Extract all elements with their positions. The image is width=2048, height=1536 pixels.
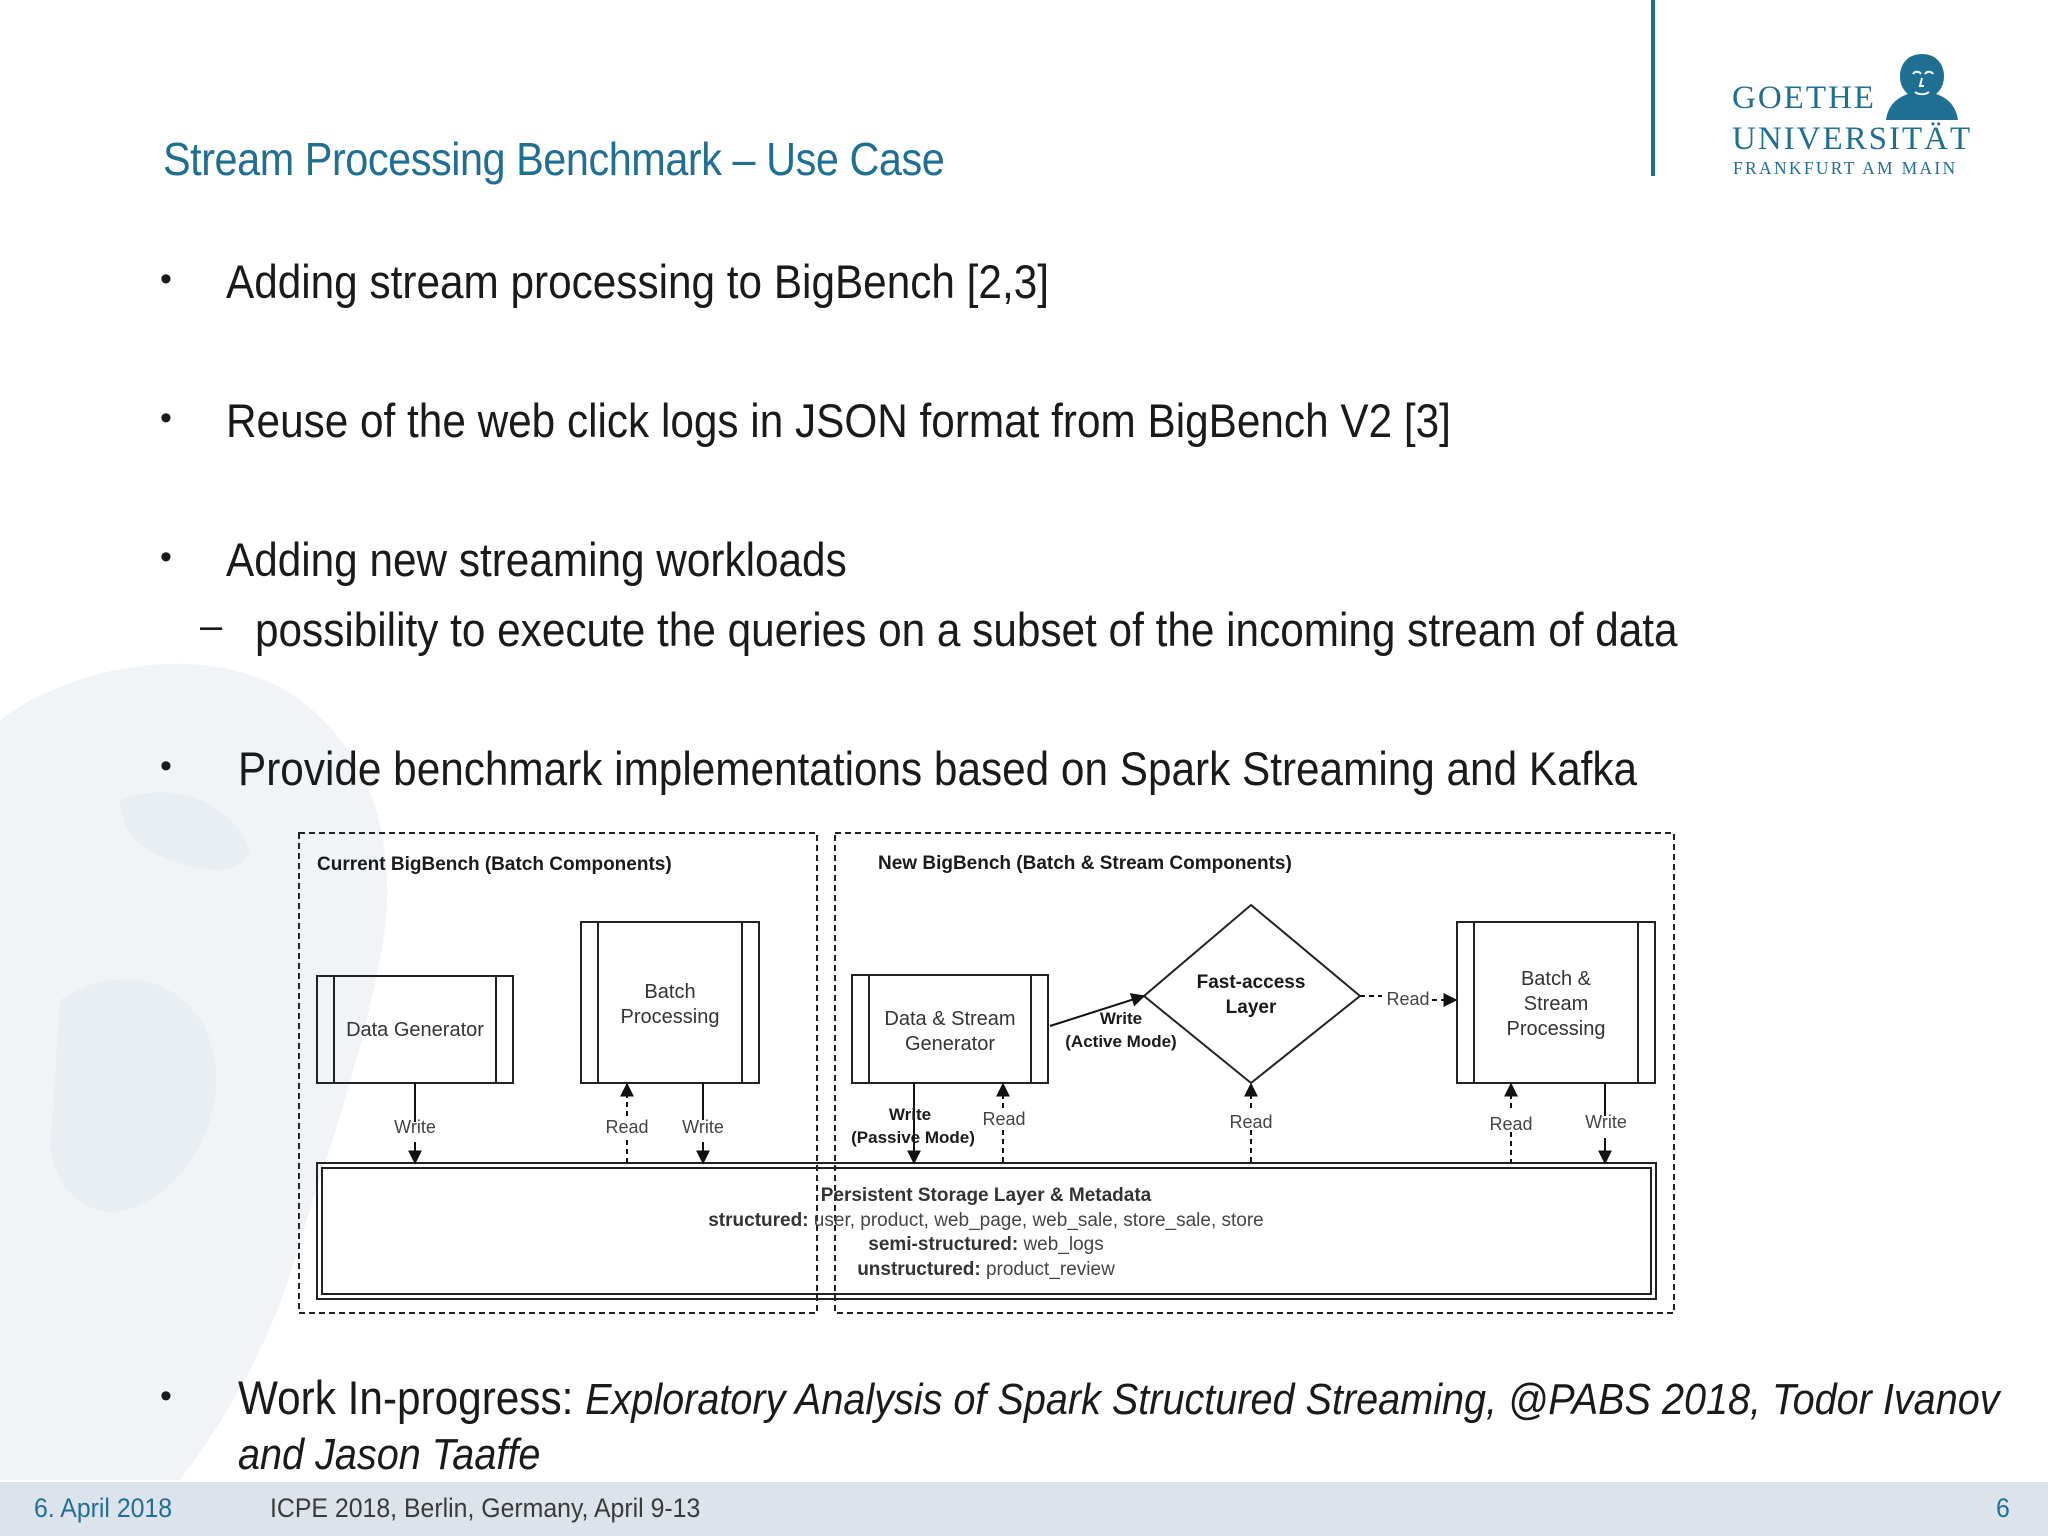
storage-outer-box — [316, 1162, 1657, 1300]
data-generator-label: Data Generator — [346, 1019, 484, 1041]
batch-processing-box — [580, 921, 760, 1084]
data-stream-generator-label-1: Data & Stream — [884, 1008, 1015, 1030]
active-write-mode-label: (Active Mode) — [1065, 1032, 1176, 1051]
sub-bullet-dash: – — [200, 604, 223, 648]
bullet-2-text: Reuse of the web click logs in JSON form… — [226, 394, 1451, 447]
goethe-portrait-icon — [1886, 54, 1958, 120]
right-panel-title: New BigBench (Batch & Stream Components) — [878, 853, 1292, 874]
bsp-read-label: Read — [1489, 1114, 1532, 1134]
left-panel — [298, 832, 818, 1314]
dg-write-label: Write — [394, 1117, 436, 1137]
dsg-write-mode-label: (Passive Mode) — [851, 1128, 975, 1147]
footer-conference: ICPE 2018, Berlin, Germany, April 9-13 — [270, 1493, 701, 1523]
storage-line-unstructured: unstructured: product_review — [857, 1259, 1115, 1280]
bullet-5-reference-line2: and Jason Taaffe — [238, 1430, 541, 1479]
footer-date: 6. April 2018 — [34, 1493, 173, 1523]
storage-inner-box — [321, 1167, 1652, 1295]
batch-stream-processing-label-2: Stream — [1524, 993, 1588, 1015]
batch-stream-processing-label-1: Batch & — [1521, 968, 1592, 990]
active-write-label: Write — [1100, 1009, 1142, 1028]
bullet-4-text: Provide benchmark implementations based … — [238, 742, 1638, 795]
slide-title: Stream Processing Benchmark – Use Case — [163, 133, 945, 185]
bullet-dot: • — [160, 747, 172, 785]
logo-line-goethe: GOETHE — [1732, 80, 1876, 116]
storage-line-semi-structured: semi-structured: web_logs — [868, 1234, 1103, 1255]
logo-line-frankfurt: FRANKFURT AM MAIN — [1733, 158, 1958, 178]
batch-processing-label-1: Batch — [644, 981, 695, 1003]
header-divider — [1651, 0, 1655, 176]
bullet-dot: • — [160, 399, 172, 437]
bullet-5-text: Work In-progress: Exploratory Analysis o… — [238, 1370, 2000, 1425]
left-panel-title: Current BigBench (Batch Components) — [317, 854, 672, 875]
data-stream-generator-label-2: Generator — [905, 1033, 995, 1055]
dsg-write-label: Write — [889, 1105, 931, 1124]
fast-access-layer-label-1: Fast-access — [1197, 972, 1306, 993]
fal-read-label: Read — [1229, 1112, 1272, 1132]
data-stream-generator-box — [851, 974, 1049, 1084]
bullet-dot: • — [160, 1377, 172, 1415]
bp-write-label: Write — [682, 1117, 724, 1137]
batch-stream-processing-label-3: Processing — [1507, 1018, 1606, 1040]
bp-read-label: Read — [605, 1117, 648, 1137]
bsp-write-label: Write — [1585, 1112, 1627, 1132]
fal-to-bsp-read-label: Read — [1386, 989, 1429, 1009]
bullet-dot: • — [160, 538, 172, 576]
batch-processing-label-2: Processing — [621, 1006, 720, 1028]
bullet-dot: • — [160, 260, 172, 298]
bullet-3-text: Adding new streaming workloads — [226, 533, 847, 586]
fast-access-layer-diamond — [1142, 903, 1362, 1085]
storage-title: Persistent Storage Layer & Metadata — [821, 1185, 1152, 1206]
active-write-arrow — [1049, 993, 1146, 1027]
bullet-5-prefix: Work In-progress: — [238, 1371, 586, 1424]
bullet-1-text: Adding stream processing to BigBench [2,… — [226, 255, 1049, 308]
bullet-5-reference: Exploratory Analysis of Spark Structured… — [585, 1375, 2000, 1424]
page-number: 6 — [1996, 1493, 2010, 1523]
fast-access-layer-label-2: Layer — [1226, 997, 1277, 1018]
footer-bar — [0, 1482, 2048, 1536]
dsg-read-label: Read — [982, 1109, 1025, 1129]
logo-line-universitaet: UNIVERSITÄT — [1732, 121, 1973, 157]
storage-line-structured: structured: user, product, web_page, web… — [708, 1210, 1264, 1231]
bullet-3-subtext: possibility to execute the queries on a … — [255, 603, 1678, 656]
